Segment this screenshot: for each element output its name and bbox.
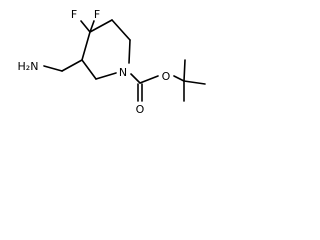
bond-n-c2	[95, 72, 117, 80]
bond-carbonyl-o-ester	[139, 75, 159, 84]
bond-c2-c3	[81, 59, 97, 80]
bond-c4-c5	[89, 19, 113, 33]
bond-quaternary-methyl-right	[183, 80, 206, 85]
amine-label: H₂N	[18, 60, 39, 73]
bond-ch2-nh2	[43, 65, 63, 72]
bond-quaternary-methyl-top	[183, 59, 186, 82]
bond-n-carbonyl	[130, 73, 141, 84]
ring-nitrogen-label: N	[119, 66, 127, 79]
bond-c5-c6	[111, 19, 131, 41]
ester-oxygen-label: O	[162, 70, 171, 83]
molecule-drawing: F F N O O H₂N	[18, 8, 206, 116]
bond-c3-ch2	[61, 59, 83, 72]
bond-c3-c4	[81, 31, 91, 61]
structure-canvas: F F N O O H₂N	[0, 0, 217, 126]
bond-c4-f2	[89, 20, 95, 33]
carbonyl-oxygen-label: O	[136, 103, 145, 116]
bond-c6-n	[128, 39, 131, 64]
fluorine-label-1: F	[71, 8, 77, 21]
fluorine-label-2: F	[94, 8, 100, 21]
bond-o-quaternary-c	[173, 75, 185, 82]
bond-c4-f1	[80, 20, 91, 33]
